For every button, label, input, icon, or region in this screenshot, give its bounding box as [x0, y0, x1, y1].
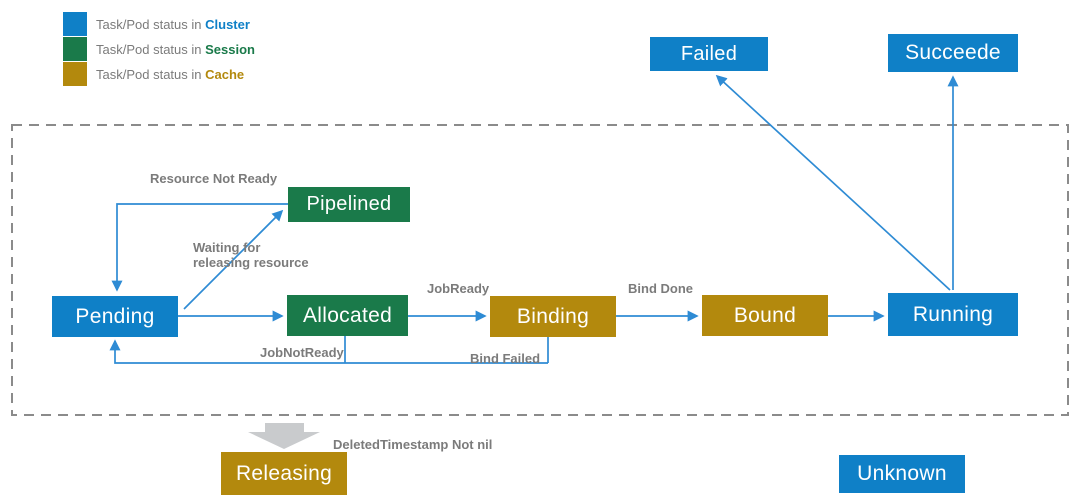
state-node-failed: Failed	[650, 37, 768, 71]
edge-waiting-for-releasing-arrow	[183, 209, 284, 310]
edge-label-bind-done: Bind Done	[628, 281, 693, 296]
legend-item-cluster: Task/Pod status in Cluster	[63, 12, 255, 36]
state-node-releasing: Releasing	[221, 452, 347, 495]
dashed-boundary-box	[11, 124, 1069, 416]
state-node-binding: Binding	[490, 296, 616, 337]
legend-label: Task/Pod status in Cluster	[96, 16, 250, 32]
state-node-unknown: Unknown	[839, 455, 965, 493]
legend-label: Task/Pod status in Session	[96, 41, 255, 57]
state-node-pipelined: Pipelined	[288, 187, 410, 222]
state-node-allocated: Allocated	[287, 295, 408, 336]
legend: Task/Pod status in Cluster Task/Pod stat…	[63, 12, 255, 87]
legend-label: Task/Pod status in Cache	[96, 66, 245, 82]
edge-label-job-not-ready: JobNotReady	[260, 345, 344, 360]
edge-resource-not-ready-arrow	[111, 203, 288, 292]
block-arrow-down-icon	[248, 423, 320, 449]
edge-running-to-failed-arrow	[715, 74, 951, 291]
session-color-swatch-icon	[63, 37, 87, 61]
legend-item-session: Task/Pod status in Session	[63, 37, 255, 61]
edge-label-waiting-for-releasing: Waiting for releasing resource	[193, 240, 309, 270]
state-node-pending: Pending	[52, 296, 178, 337]
state-node-succeeded: Succeede	[888, 34, 1018, 72]
edge-label-deleted-timestamp: DeletedTimestamp Not nil	[333, 437, 493, 452]
cache-color-swatch-icon	[63, 62, 87, 86]
edge-label-resource-not-ready: Resource Not Ready	[150, 171, 278, 186]
edge-return-to-pending-arrow	[109, 339, 548, 364]
cluster-color-swatch-icon	[63, 12, 87, 36]
edge-label-bind-failed: Bind Failed	[470, 351, 541, 366]
legend-item-cache: Task/Pod status in Cache	[63, 62, 255, 86]
state-node-running: Running	[888, 293, 1018, 336]
state-node-bound: Bound	[702, 295, 828, 336]
edge-label-job-ready: JobReady	[427, 281, 490, 296]
